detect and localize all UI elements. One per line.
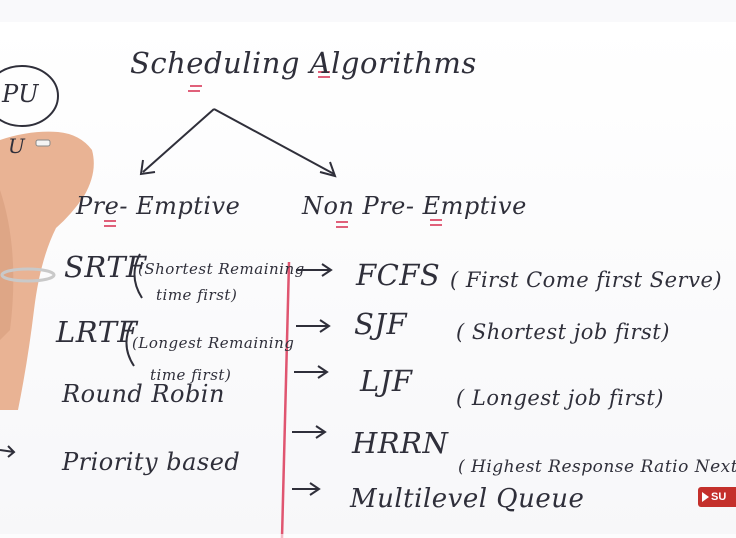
list-item: SJF bbox=[354, 307, 408, 341]
list-arrow bbox=[292, 482, 321, 496]
underline-mark bbox=[318, 71, 330, 78]
list-item-detail: ( Highest Response Ratio Next) bbox=[458, 457, 736, 477]
cpu-circle bbox=[0, 65, 59, 127]
list-item: Multilevel Queue bbox=[350, 484, 585, 514]
branch-arrowhead-left bbox=[139, 159, 156, 176]
nonpreemptive-heading: Non Pre- Emptive bbox=[302, 192, 527, 220]
branch-arrow-right bbox=[213, 108, 335, 175]
underline-mark bbox=[188, 85, 202, 92]
list-item-detail: ( Longest job first) bbox=[456, 386, 664, 410]
list-item-detail: (Longest Remaining bbox=[132, 334, 295, 352]
preemptive-heading: Pre- Emptive bbox=[76, 192, 241, 220]
corner-fragment: PU bbox=[2, 80, 39, 108]
list-item: Priority based bbox=[62, 448, 241, 476]
list-arrow bbox=[294, 365, 329, 379]
underline-mark bbox=[430, 219, 442, 226]
list-item: LJF bbox=[360, 364, 413, 398]
branch-arrow-left bbox=[142, 108, 215, 173]
video-progress-bar[interactable] bbox=[0, 534, 736, 538]
underline-mark bbox=[336, 221, 348, 228]
list-item: LRTF bbox=[56, 315, 139, 349]
play-icon bbox=[702, 492, 709, 502]
list-item-detail: time first) bbox=[150, 366, 232, 384]
list-item: FCFS bbox=[356, 258, 441, 292]
list-arrow bbox=[0, 445, 16, 458]
branch-arrowhead-right bbox=[319, 161, 337, 178]
subscribe-label: SU bbox=[711, 491, 727, 503]
board-title: Scheduling Algorithms bbox=[130, 46, 477, 80]
whiteboard bbox=[0, 22, 736, 538]
list-arrow bbox=[296, 263, 333, 277]
list-item-detail: ( First Come first Serve) bbox=[450, 268, 723, 292]
list-item: HRRN bbox=[352, 426, 449, 460]
list-item: SRTF bbox=[64, 250, 147, 284]
paren-stroke bbox=[125, 321, 135, 367]
column-divider bbox=[280, 261, 291, 538]
presenter-hand bbox=[0, 131, 94, 410]
list-item-detail: time first) bbox=[156, 286, 238, 304]
list-item-detail: (Shortest Remaining bbox=[138, 260, 305, 278]
paren-stroke bbox=[133, 253, 143, 299]
corner-fragment-2: U bbox=[8, 134, 26, 158]
underline-mark bbox=[104, 220, 116, 227]
list-item: Round Robin bbox=[62, 380, 225, 408]
list-arrow bbox=[292, 425, 327, 439]
list-item-detail: ( Shortest job first) bbox=[456, 320, 670, 344]
subscribe-button[interactable]: SU bbox=[698, 487, 736, 507]
list-arrow bbox=[296, 319, 331, 333]
